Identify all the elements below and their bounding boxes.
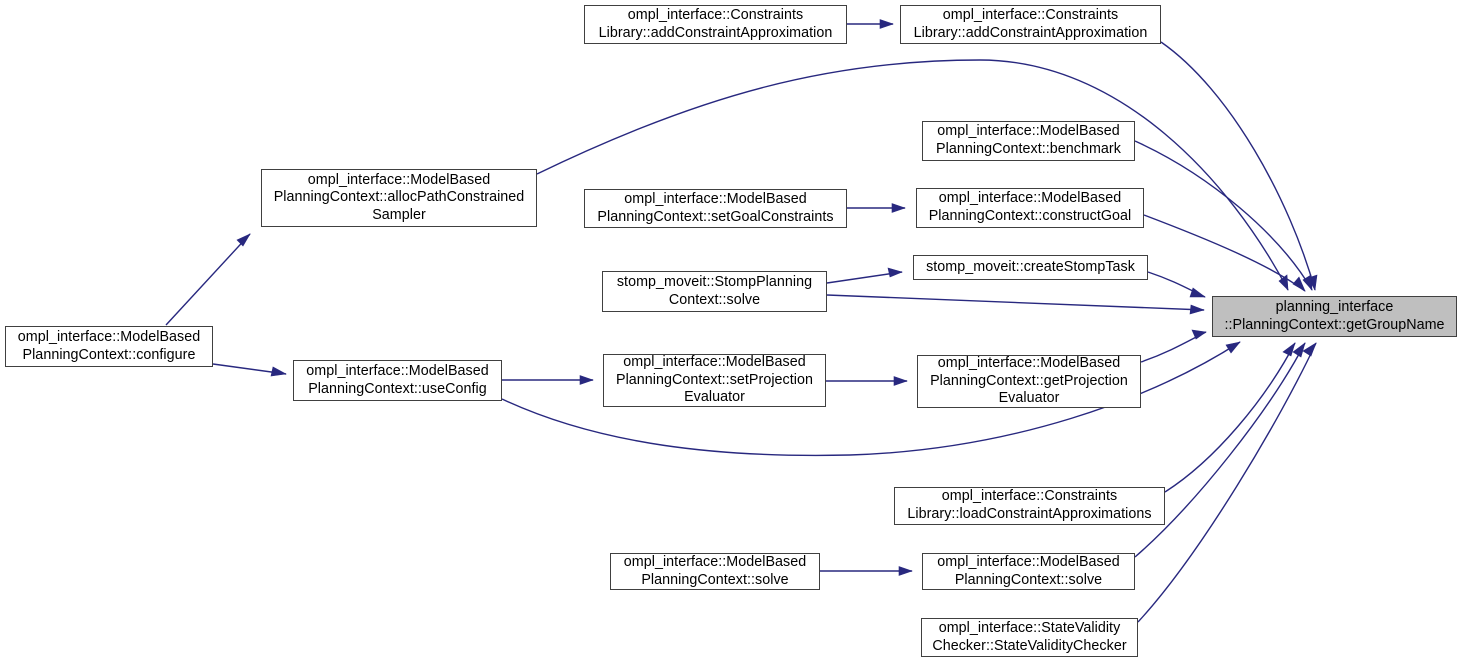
edge-arrowhead-icon xyxy=(1191,329,1207,340)
graph-edge-stomp-planning-context-solve-to-get-group-name xyxy=(826,294,1205,315)
graph-node-label: stomp_moveit::StompPlanning Context::sol… xyxy=(616,273,813,308)
graph-node-label: ompl_interface::ModelBased PlanningConte… xyxy=(937,553,1120,588)
graph-edge-set-goal-constraints-to-construct-goal xyxy=(847,203,906,213)
graph-node-label: stomp_moveit::createStompTask xyxy=(926,258,1135,275)
graph-node-use-config[interactable]: ompl_interface::ModelBased PlanningConte… xyxy=(293,360,502,401)
graph-edge-create-stomp-task-to-get-group-name xyxy=(1147,271,1206,298)
edge-arrowhead-icon xyxy=(1292,276,1306,292)
graph-edge-model-based-solve-right-to-get-group-name xyxy=(1134,342,1306,558)
graph-edge-construct-goal-to-get-group-name xyxy=(1143,214,1306,292)
edge-arrowhead-icon xyxy=(1189,304,1205,315)
graph-edge-set-projection-evaluator-to-get-projection-evaluator xyxy=(826,376,908,386)
graph-edge-state-validity-checker-to-get-group-name xyxy=(1137,342,1317,623)
edge-arrowhead-icon xyxy=(887,267,903,278)
graph-node-label: ompl_interface::ModelBased PlanningConte… xyxy=(273,171,525,223)
graph-node-label: ompl_interface::ModelBased PlanningConte… xyxy=(936,123,1121,157)
edge-arrowhead-icon xyxy=(1225,341,1241,354)
graph-edge-get-projection-evaluator-to-get-group-name xyxy=(1140,329,1207,363)
graph-node-model-based-solve-right[interactable]: ompl_interface::ModelBased PlanningConte… xyxy=(922,553,1135,590)
graph-edge-add-constraint-approximation-left-to-add-constraint-approximation-right xyxy=(847,19,894,29)
edge-arrowhead-icon xyxy=(1282,342,1296,357)
graph-node-add-constraint-approximation-left[interactable]: ompl_interface::Constraints Library::add… xyxy=(584,5,847,44)
graph-node-set-goal-constraints[interactable]: ompl_interface::ModelBased PlanningConte… xyxy=(584,189,847,228)
graph-edge-configure-to-use-config xyxy=(212,363,287,377)
graph-edge-model-based-solve-left-to-model-based-solve-right xyxy=(820,566,913,576)
edge-arrowhead-icon xyxy=(879,19,894,29)
graph-edge-add-constraint-approximation-right-to-get-group-name xyxy=(1160,41,1318,291)
graph-node-label: ompl_interface::Constraints Library::add… xyxy=(598,6,833,41)
graph-node-create-stomp-task[interactable]: stomp_moveit::createStompTask xyxy=(913,255,1148,280)
graph-node-model-based-solve-left[interactable]: ompl_interface::ModelBased PlanningConte… xyxy=(610,553,820,590)
graph-node-label: ompl_interface::ModelBased PlanningConte… xyxy=(615,354,813,406)
edge-arrowhead-icon xyxy=(1302,274,1313,291)
graph-edge-use-config-to-get-group-name xyxy=(501,341,1241,457)
graph-edge-configure-to-alloc-path-constrained-sampler xyxy=(165,233,251,326)
graph-node-label: ompl_interface::Constraints Library::add… xyxy=(913,6,1148,41)
edge-arrowhead-icon xyxy=(1189,287,1206,298)
graph-node-state-validity-checker[interactable]: ompl_interface::StateValidity Checker::S… xyxy=(921,618,1138,657)
graph-node-label: ompl_interface::ModelBased PlanningConte… xyxy=(597,190,834,225)
graph-node-label: ompl_interface::Constraints Library::loa… xyxy=(907,488,1152,522)
graph-edge-use-config-to-set-projection-evaluator xyxy=(502,375,594,385)
edge-arrowhead-icon xyxy=(898,566,913,576)
graph-edge-benchmark-to-get-group-name xyxy=(1134,140,1313,291)
graph-node-label: ompl_interface::ModelBased PlanningConte… xyxy=(928,190,1132,224)
graph-edge-stomp-planning-context-solve-to-create-stomp-task xyxy=(826,267,903,284)
edge-arrowhead-icon xyxy=(1302,342,1317,357)
edge-arrowhead-icon xyxy=(270,366,287,377)
edge-arrowhead-icon xyxy=(893,376,908,386)
graph-node-load-constraint-approximations[interactable]: ompl_interface::Constraints Library::loa… xyxy=(894,487,1165,525)
graph-node-label: ompl_interface::StateValidity Checker::S… xyxy=(932,619,1127,654)
graph-node-benchmark[interactable]: ompl_interface::ModelBased PlanningConte… xyxy=(922,121,1135,161)
graph-node-alloc-path-constrained-sampler[interactable]: ompl_interface::ModelBased PlanningConte… xyxy=(261,169,537,227)
graph-node-get-projection-evaluator[interactable]: ompl_interface::ModelBased PlanningConte… xyxy=(917,355,1141,408)
graph-node-label: planning_interface ::PlanningContext::ge… xyxy=(1224,298,1445,333)
graph-node-label: ompl_interface::ModelBased PlanningConte… xyxy=(306,362,489,397)
edge-arrowhead-icon xyxy=(1292,342,1306,358)
edge-arrowhead-icon xyxy=(236,233,251,247)
graph-node-construct-goal[interactable]: ompl_interface::ModelBased PlanningConte… xyxy=(916,188,1144,228)
graph-edge-load-constraint-approximations-to-get-group-name xyxy=(1164,342,1296,493)
edge-arrowhead-icon xyxy=(579,375,594,385)
graph-node-label: ompl_interface::ModelBased PlanningConte… xyxy=(17,328,201,363)
edge-arrowhead-icon xyxy=(891,203,906,213)
graph-node-label: ompl_interface::ModelBased PlanningConte… xyxy=(623,553,807,588)
graph-node-stomp-planning-context-solve[interactable]: stomp_moveit::StompPlanning Context::sol… xyxy=(602,271,827,312)
graph-node-label: ompl_interface::ModelBased PlanningConte… xyxy=(930,355,1128,407)
graph-node-add-constraint-approximation-right[interactable]: ompl_interface::Constraints Library::add… xyxy=(900,5,1161,44)
graph-node-set-projection-evaluator[interactable]: ompl_interface::ModelBased PlanningConte… xyxy=(603,354,826,407)
graph-node-configure[interactable]: ompl_interface::ModelBased PlanningConte… xyxy=(5,326,213,367)
graph-node-get-group-name[interactable]: planning_interface ::PlanningContext::ge… xyxy=(1212,296,1457,337)
